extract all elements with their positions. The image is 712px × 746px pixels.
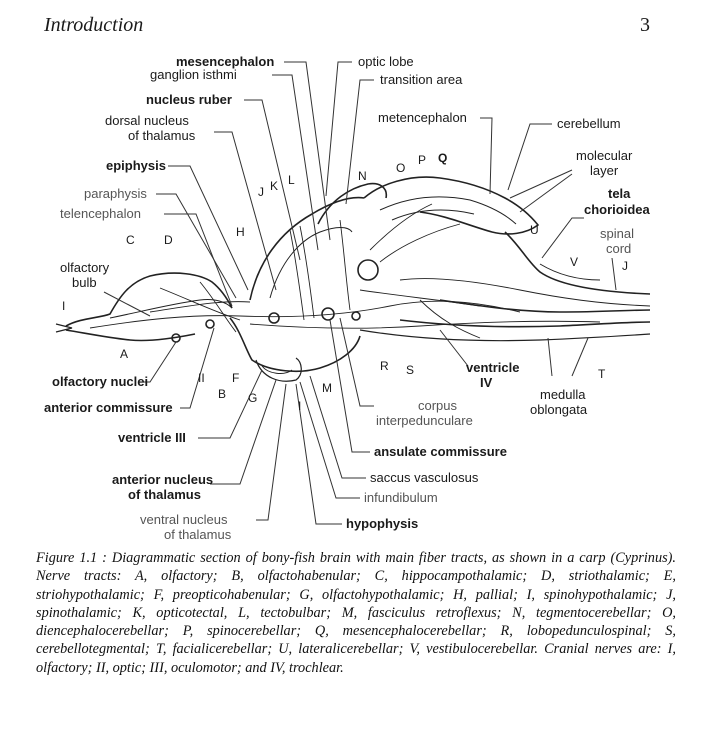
letter-O: O: [396, 161, 405, 175]
label-dorsal-nucleus-2: of thalamus: [128, 128, 196, 143]
label-optic-lobe: optic lobe: [358, 54, 414, 69]
figure-caption: Figure 1.1 : Diagrammatic section of bon…: [36, 549, 676, 677]
letter-N: N: [358, 169, 367, 183]
label-ventricle-iv-2: IV: [480, 375, 493, 390]
label-corpus-interpedunculare: interpedunculare: [376, 413, 473, 428]
label-ganglion-isthmi: ganglion isthmi: [150, 67, 237, 82]
label-anterior-nucleus: anterior nucleus: [112, 472, 213, 487]
label-ventricle-iv: ventricle: [466, 360, 519, 375]
cranial-nerve-I: I: [62, 299, 65, 313]
letter-V: V: [570, 255, 578, 269]
letter-M: M: [322, 381, 332, 395]
letter-L: L: [288, 173, 295, 187]
label-olfactory-bulb-2: bulb: [72, 275, 97, 290]
label-anterior-nucleus-2: of thalamus: [128, 487, 201, 502]
label-paraphysis: paraphysis: [84, 186, 147, 201]
letter-C: C: [126, 233, 135, 247]
label-spinal-cord-2: cord: [606, 241, 631, 256]
label-cerebellum: cerebellum: [557, 116, 621, 131]
brain-outline: [56, 177, 650, 381]
letter-P: P: [418, 153, 426, 167]
label-dorsal-nucleus: dorsal nucleus: [105, 113, 189, 128]
label-saccus-vasculosus: saccus vasculosus: [370, 470, 479, 485]
letter-J-right: J: [622, 259, 628, 273]
letter-J: J: [258, 185, 264, 199]
label-ventral-nucleus: ventral nucleus: [140, 512, 228, 527]
label-molecular-layer: molecular: [576, 148, 633, 163]
letter-I: I: [298, 399, 301, 413]
label-tela: tela: [608, 186, 631, 201]
cranial-nerve-II: II: [198, 371, 205, 385]
label-nucleus-ruber: nucleus ruber: [146, 92, 232, 107]
label-ansulate-commissure: ansulate commissure: [374, 444, 507, 459]
label-olfactory-nuclei: olfactory nuclei: [52, 374, 148, 389]
letter-B: B: [218, 387, 226, 401]
label-ventral-nucleus-2: of thalamus: [164, 527, 232, 542]
label-metencephalon: metencephalon: [378, 110, 467, 125]
letter-Q: Q: [438, 151, 447, 165]
label-olfactory-bulb: olfactory: [60, 260, 110, 275]
label-telencephalon: telencephalon: [60, 206, 141, 221]
letter-S: S: [406, 363, 414, 377]
label-spinal-cord: spinal: [600, 226, 634, 241]
label-corpus: corpus: [418, 398, 458, 413]
letter-D: D: [164, 233, 173, 247]
label-molecular-layer-2: layer: [590, 163, 619, 178]
label-medulla-oblongata: oblongata: [530, 402, 588, 417]
label-anterior-commissure: anterior commissure: [44, 400, 173, 415]
label-epiphysis: epiphysis: [106, 158, 166, 173]
letter-F: F: [232, 371, 239, 385]
label-ventricle-iii: ventricle III: [118, 430, 186, 445]
label-tela-chorioidea: chorioidea: [584, 202, 651, 217]
label-transition-area: transition area: [380, 72, 463, 87]
label-medulla: medulla: [540, 387, 586, 402]
label-hypophysis: hypophysis: [346, 516, 418, 531]
letter-K: K: [270, 179, 278, 193]
letter-H: H: [236, 225, 245, 239]
label-infundibulum: infundibulum: [364, 490, 438, 505]
letter-A: A: [120, 347, 128, 361]
letter-T: T: [598, 367, 606, 381]
letter-G: G: [248, 391, 257, 405]
letter-R: R: [380, 359, 389, 373]
letter-U: U: [530, 223, 539, 237]
